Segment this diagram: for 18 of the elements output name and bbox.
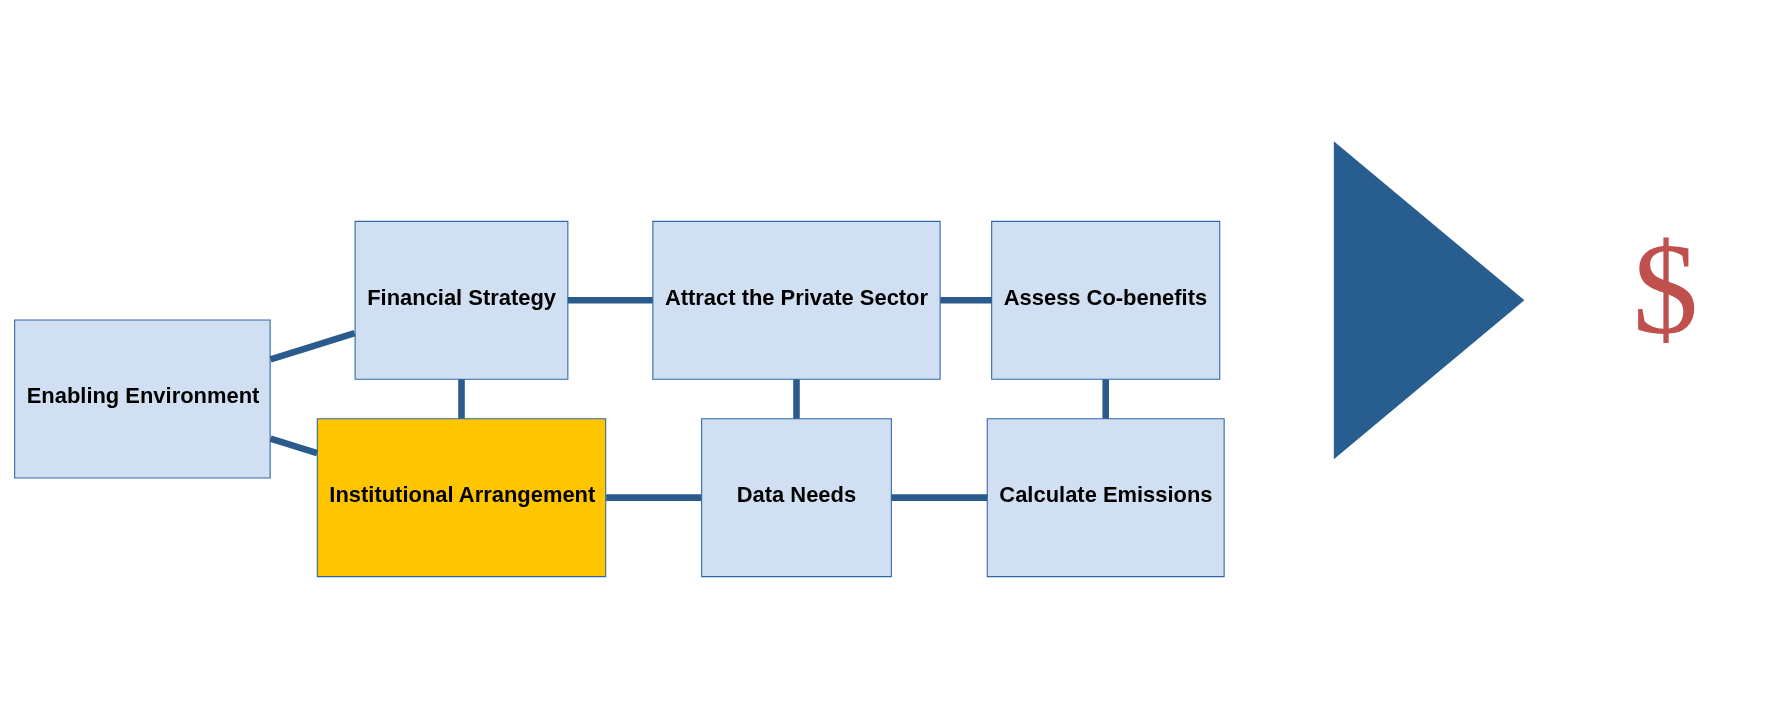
node-box: Institutional Arrangement — [316, 417, 606, 577]
connector — [890, 493, 987, 501]
connector — [792, 378, 800, 419]
connector — [605, 493, 701, 501]
label: $ — [1632, 215, 1698, 361]
node-box: Assess Co-benefits — [990, 220, 1220, 380]
node-box: Calculate Emissions — [986, 417, 1225, 577]
connector — [269, 434, 318, 456]
node-triangle — [1333, 140, 1524, 459]
connector — [457, 378, 465, 419]
node-box: Attract the Private Sector — [651, 220, 941, 380]
connector — [567, 296, 653, 304]
connector — [269, 329, 356, 363]
node-box: Enabling Environment — [13, 318, 271, 478]
node-box: Data Needs — [700, 417, 892, 577]
connector — [1101, 378, 1109, 419]
node-box: Financial Strategy — [354, 220, 568, 380]
connector — [939, 296, 992, 304]
